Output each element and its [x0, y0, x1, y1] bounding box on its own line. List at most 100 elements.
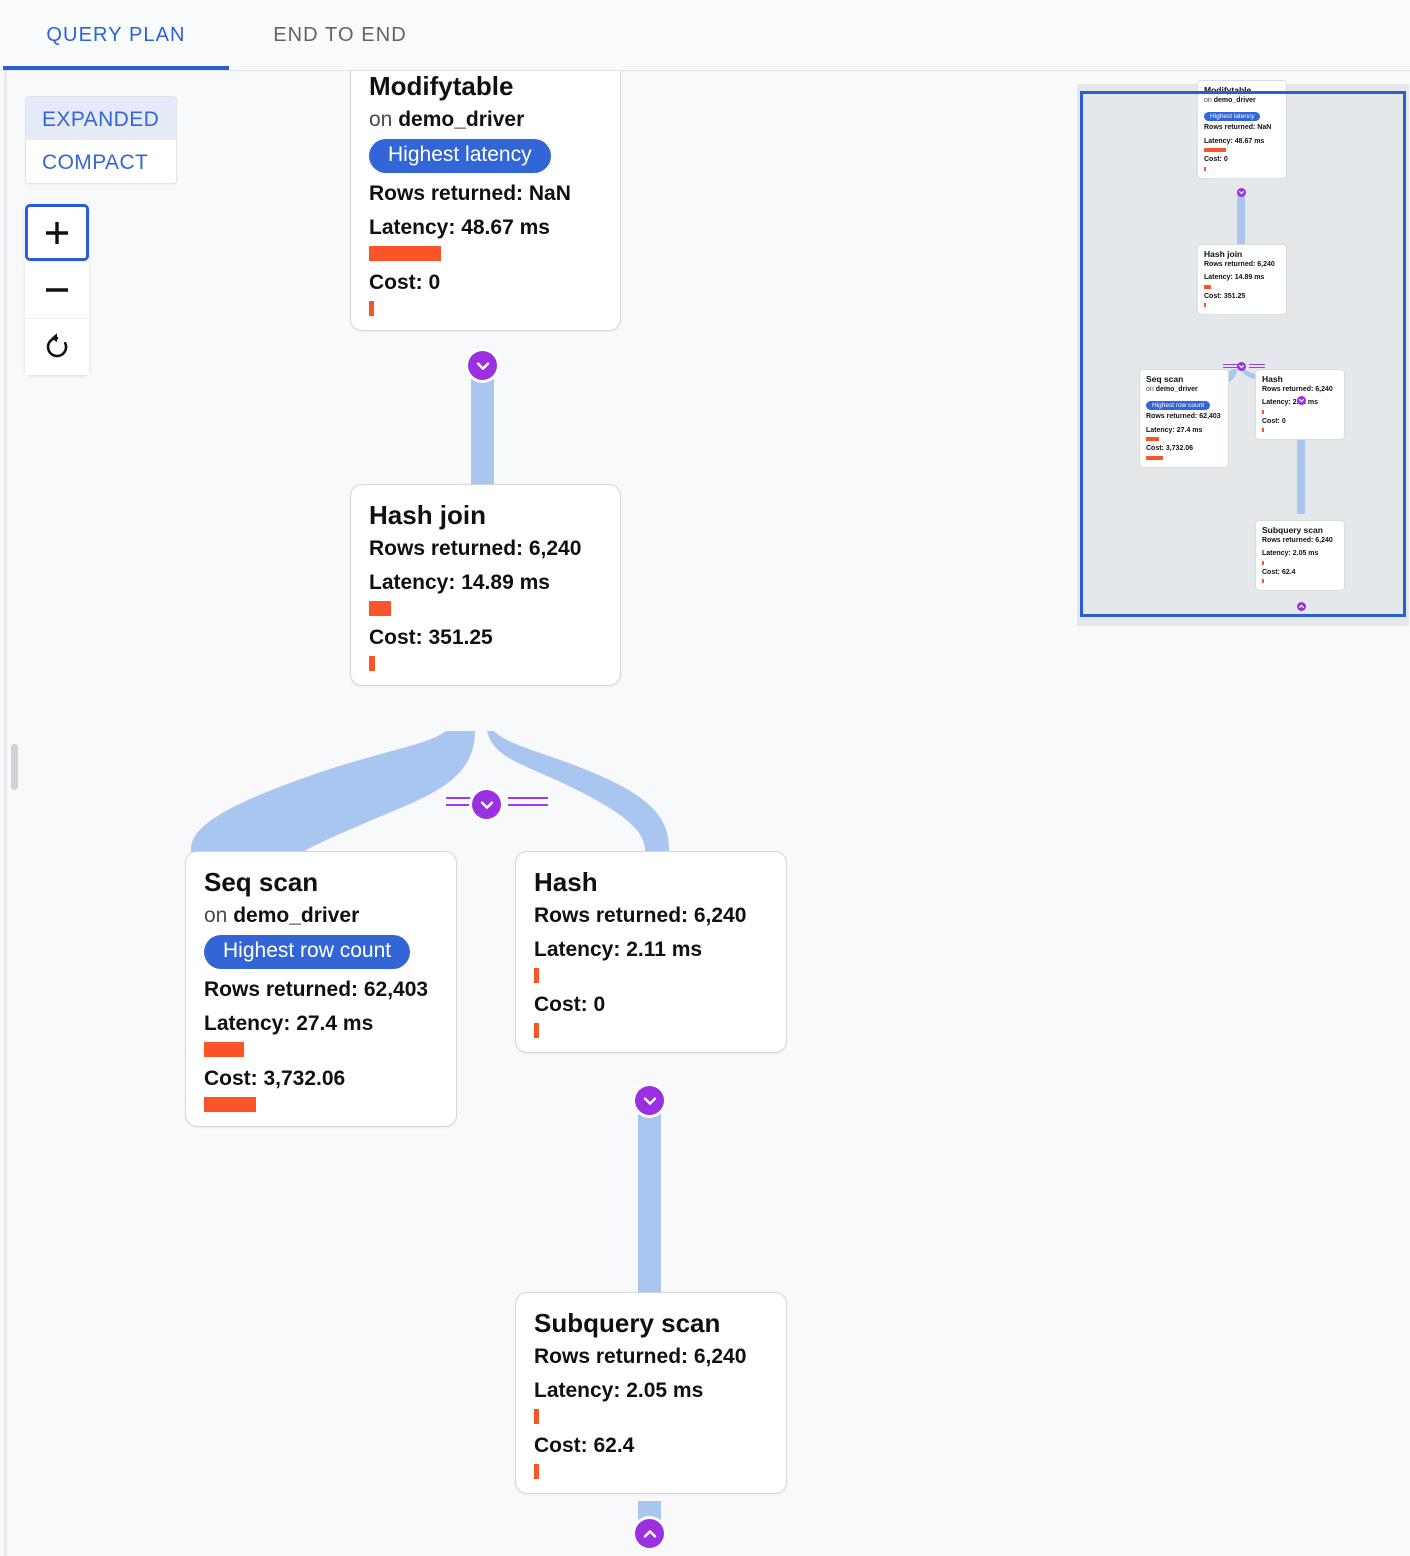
minimap-viewport-rect[interactable] [1080, 91, 1406, 617]
zoom-controls [25, 204, 89, 375]
plan-node-modifytable[interactable]: Modifytable on demo_driver Highest laten… [350, 71, 621, 331]
tab-end-to-end[interactable]: END TO END [229, 0, 451, 70]
minimap-toggle-modifytable [1237, 188, 1246, 197]
minimap-node-subquery-scan: Subquery scan Rows returned: 6,240 Laten… [1255, 520, 1345, 592]
minimap-toggle-lines-right [1249, 364, 1265, 370]
mini-cost-label: Cost: 0 [1204, 156, 1228, 164]
compact-mode-button[interactable]: COMPACT [26, 140, 176, 183]
collapse-toggle-subquery-scan[interactable] [635, 1519, 664, 1548]
plan-node-hash[interactable]: Hash Rows returned: 6,240 Latency: 2.11 … [515, 851, 787, 1053]
edge-hashjoin-hash [487, 731, 669, 861]
mini-cost-label: Cost: 3,732.06 [1146, 445, 1194, 453]
latency-bar [534, 967, 539, 983]
cost-bar [369, 655, 375, 671]
cost-label: Cost: 0 [369, 270, 441, 294]
mini-rows-label: Rows returned: 6,240 [1262, 536, 1333, 544]
rows-returned-label: Rows returned: 6,240 [369, 536, 582, 560]
query-plan-canvas[interactable]: EXPANDED COMPACT [4, 71, 1410, 1556]
collapse-toggle-hash-join[interactable] [472, 790, 501, 819]
cost-label: Cost: 0 [534, 992, 606, 1016]
mini-node-relation: on demo_driver [1146, 385, 1222, 394]
mini-on-prefix: on [1146, 385, 1154, 393]
latency-bar [204, 1041, 244, 1057]
mini-latency-bar [1204, 148, 1226, 153]
mini-node-title: Modifytable [1204, 85, 1252, 95]
node-title: Subquery scan [534, 1308, 721, 1338]
mini-rows-label: Rows returned: NaN [1204, 124, 1272, 132]
expanded-mode-button[interactable]: EXPANDED [26, 97, 176, 140]
mini-latency-label: Latency: 27.4 ms [1146, 426, 1203, 434]
mini-node-title: Subquery scan [1262, 525, 1323, 535]
mini-latency-label: Latency: 2.05 ms [1262, 550, 1319, 558]
plan-node-seq-scan[interactable]: Seq scan on demo_driver Highest row coun… [185, 851, 457, 1127]
mini-status-badge: Highest latency [1204, 112, 1261, 122]
rows-returned-label: Rows returned: 6,240 [534, 1344, 747, 1368]
mini-latency-label: Latency: 14.89 ms [1204, 274, 1265, 282]
cost-label: Cost: 351.25 [369, 625, 493, 649]
chevron-down-icon [474, 357, 492, 375]
panel-resize-handle[interactable] [11, 744, 18, 790]
latency-label: Latency: 48.67 ms [369, 215, 550, 239]
collapse-toggle-modifytable[interactable] [468, 351, 497, 380]
mini-latency-bar [1262, 560, 1264, 565]
node-title: Modifytable [369, 71, 514, 101]
chevron-up-icon [641, 1525, 659, 1543]
latency-label: Latency: 14.89 ms [369, 570, 550, 594]
edge-hashjoin-seqscan [191, 731, 475, 861]
node-relation: on demo_driver [369, 108, 602, 132]
node-title: Hash [534, 867, 598, 897]
cost-bar [369, 300, 374, 316]
active-tab-indicator [3, 66, 229, 70]
latency-label: Latency: 27.4 ms [204, 1011, 374, 1035]
minus-icon [42, 275, 72, 305]
mini-latency-bar [1146, 437, 1159, 442]
mini-relation-name: demo_driver [1155, 385, 1198, 393]
minimap-node-hash: Hash Rows returned: 6,240 Latency: 2.11 … [1255, 369, 1345, 441]
mini-cost-label: Cost: 351.25 [1204, 292, 1246, 300]
mini-cost-bar [1146, 455, 1163, 460]
minimap[interactable]: Modifytable on demo_driver Highest laten… [1077, 80, 1409, 626]
mini-cost-bar [1262, 579, 1264, 584]
plus-icon [42, 218, 72, 248]
mini-cost-bar [1204, 166, 1206, 171]
cost-label: Cost: 62.4 [534, 1433, 635, 1457]
rows-returned-label: Rows returned: 6,240 [534, 903, 747, 927]
relation-name: demo_driver [233, 903, 360, 927]
tab-query-plan[interactable]: QUERY PLAN [3, 0, 229, 70]
minimap-toggle-lines-left [1223, 364, 1239, 370]
chevron-down-icon [641, 1092, 659, 1110]
cost-label: Cost: 3,732.06 [204, 1066, 346, 1090]
mini-rows-label: Rows returned: 62,403 [1146, 413, 1221, 421]
mini-cost-bar [1204, 303, 1206, 308]
zoom-out-button[interactable] [25, 261, 89, 318]
relation-name: demo_driver [398, 107, 525, 131]
chevron-down-icon [1298, 397, 1305, 404]
chevron-down-icon [478, 796, 496, 814]
tab-query-plan-label: QUERY PLAN [46, 23, 186, 46]
mini-cost-label: Cost: 0 [1262, 417, 1286, 425]
reset-icon [41, 331, 73, 363]
collapse-toggle-hash[interactable] [635, 1086, 664, 1115]
panel-divider [5, 71, 7, 1556]
mini-node-title: Hash join [1204, 249, 1243, 259]
on-prefix: on [369, 107, 393, 131]
latency-label: Latency: 2.05 ms [534, 1378, 704, 1402]
chevron-down-icon [1238, 189, 1245, 196]
tab-end-to-end-label: END TO END [273, 23, 407, 46]
status-badge: Highest row count [204, 934, 411, 969]
plan-node-hash-join[interactable]: Hash join Rows returned: 6,240 Latency: … [350, 484, 621, 686]
mini-rows-label: Rows returned: 6,240 [1204, 260, 1275, 268]
on-prefix: on [204, 903, 228, 927]
latency-bar [534, 1408, 539, 1424]
zoom-in-button[interactable] [25, 204, 89, 261]
mini-latency-label: Latency: 2.11 ms [1262, 399, 1319, 407]
view-mode-switch: EXPANDED COMPACT [25, 96, 177, 184]
reset-zoom-button[interactable] [25, 318, 89, 375]
mini-cost-label: Cost: 62.4 [1262, 568, 1296, 576]
mini-latency-label: Latency: 48.67 ms [1204, 137, 1265, 145]
rows-returned-label: Rows returned: 62,403 [204, 977, 429, 1001]
plan-node-subquery-scan[interactable]: Subquery scan Rows returned: 6,240 Laten… [515, 1292, 787, 1494]
minimap-node-hash-join: Hash join Rows returned: 6,240 Latency: … [1197, 244, 1287, 316]
minimap-toggle-subquery-scan [1297, 602, 1306, 611]
mini-on-prefix: on [1204, 96, 1212, 104]
